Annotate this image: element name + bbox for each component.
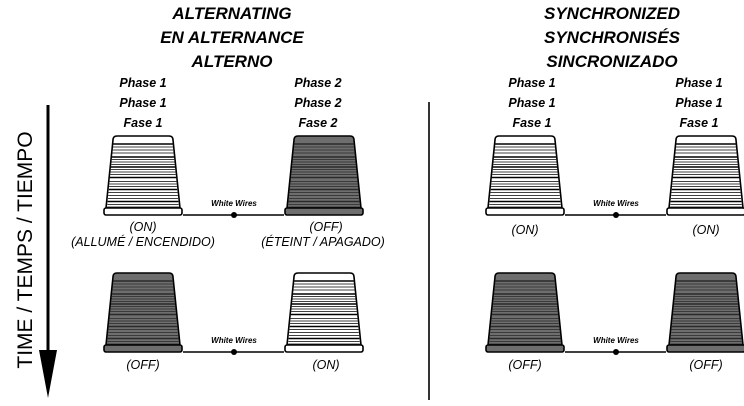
wire-junction	[613, 349, 619, 355]
state-label: (OFF)	[508, 358, 541, 372]
wire-label: White Wires	[593, 199, 639, 208]
alternating-heading: ALTERNATING EN ALTERNANCE ALTERNO	[160, 4, 304, 71]
phase-label: Phase 1	[119, 96, 166, 110]
beacon-base	[485, 344, 565, 353]
beacon-synchronized-row2-right	[666, 272, 744, 353]
wire-junction	[231, 349, 237, 355]
beacon-alternating-row2-left	[103, 272, 183, 353]
beacon-base	[103, 344, 183, 353]
synchronized-title-en: SYNCHRONIZED	[544, 4, 680, 23]
phase-label: Phase 1	[675, 76, 722, 90]
synchronized-heading: SYNCHRONIZED SYNCHRONISÉS SINCRONIZADO	[544, 4, 681, 71]
state-label: (OFF)	[689, 358, 722, 372]
beacon-base	[485, 207, 565, 216]
state-label: (OFF)	[126, 358, 159, 372]
synchronized-right-phase: Phase 1 Phase 1 Fase 1	[675, 76, 722, 130]
synchronized-title-es: SINCRONIZADO	[546, 52, 677, 71]
phase-label: Phase 1	[675, 96, 722, 110]
time-axis-arrowhead	[39, 350, 57, 398]
alternating-title-en: ALTERNATING	[171, 4, 291, 23]
wire-label: White Wires	[211, 336, 257, 345]
state-label-sub: (ALLUMÉ / ENCENDIDO)	[71, 234, 215, 249]
phase-label: Fase 1	[680, 116, 719, 130]
state-label: (ON)	[129, 220, 156, 234]
wire-label: White Wires	[593, 336, 639, 345]
beacon-synchronized-row2-left	[485, 272, 565, 353]
phase-label: Fase 2	[299, 116, 338, 130]
alternating-title-fr: EN ALTERNANCE	[160, 28, 304, 47]
beacon-synchronized-row1-left	[485, 135, 565, 216]
wire-alternating-row1: White Wires	[183, 199, 284, 218]
phase-label: Fase 1	[513, 116, 552, 130]
phase-label: Phase 1	[508, 96, 555, 110]
state-label: (ON)	[692, 223, 719, 237]
phase-label: Phase 1	[508, 76, 555, 90]
beacon-base	[284, 344, 364, 353]
time-axis: TIME / TEMPS / TIEMPO	[14, 105, 57, 398]
wire-synchronized-row1: White Wires	[565, 199, 666, 218]
beacon-synchronized-row1-right	[666, 135, 744, 216]
beacon-base	[666, 344, 744, 353]
beacon-alternating-row1-right	[284, 135, 364, 216]
alternating-title-es: ALTERNO	[191, 52, 273, 71]
synchronized-left-phase: Phase 1 Phase 1 Fase 1	[508, 76, 555, 130]
time-axis-label: TIME / TEMPS / TIEMPO	[14, 131, 37, 368]
state-label: (OFF)	[309, 220, 342, 234]
phase-label: Phase 1	[119, 76, 166, 90]
synchronized-title-fr: SYNCHRONISÉS	[544, 28, 681, 47]
beacon-alternating-row2-right	[284, 272, 364, 353]
phase-label: Phase 2	[294, 96, 341, 110]
wire-junction	[231, 212, 237, 218]
wire-synchronized-row2: White Wires	[565, 336, 666, 355]
alternating-right-phase: Phase 2 Phase 2 Fase 2	[294, 76, 341, 130]
wire-label: White Wires	[211, 199, 257, 208]
state-label-sub: (ÉTEINT / APAGADO)	[261, 234, 385, 249]
state-label: (ON)	[312, 358, 339, 372]
alternating-left-phase: Phase 1 Phase 1 Fase 1	[119, 76, 166, 130]
beacon-base	[666, 207, 744, 216]
state-label: (ON)	[511, 223, 538, 237]
beacon-base	[284, 207, 364, 216]
phase-label: Phase 2	[294, 76, 341, 90]
wire-junction	[613, 212, 619, 218]
wire-alternating-row2: White Wires	[183, 336, 284, 355]
beacon-alternating-row1-left	[103, 135, 183, 216]
beacon-base	[103, 207, 183, 216]
phase-label: Fase 1	[124, 116, 163, 130]
